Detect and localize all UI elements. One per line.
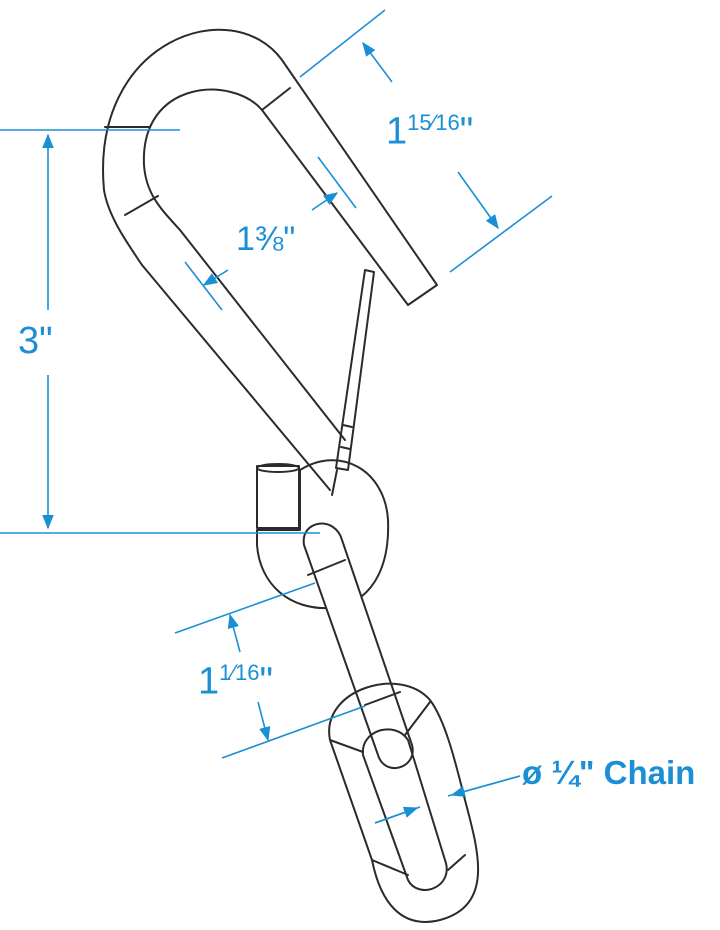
overall-length-label: 3" <box>18 320 53 362</box>
dimension-chain-diameter <box>374 775 521 824</box>
dimension-overall <box>0 129 320 534</box>
chain-link-length-fraction: 1⁄16 <box>219 660 260 685</box>
chain-diameter-label: ø ¼" Chain <box>522 754 696 791</box>
dimension-gate-opening <box>184 156 357 311</box>
chain-link-length-quote: " <box>259 660 274 703</box>
hook-shank <box>302 522 414 770</box>
dimension-hook-width <box>299 9 553 273</box>
gate-opening-label: 1⅜" <box>236 220 296 258</box>
hook-width-label: 115⁄16" <box>386 112 473 151</box>
snap-hook <box>102 28 438 491</box>
chain-link-length-whole: 1 <box>198 660 220 703</box>
chain-link <box>328 682 480 923</box>
dimension-chain-link <box>174 582 366 759</box>
hook-width-whole: 1 <box>386 110 408 153</box>
hook-width-fraction: 15⁄16 <box>407 110 460 135</box>
spring-gate <box>331 269 375 496</box>
chain-link-length-label: 11⁄16" <box>198 662 273 701</box>
swivel-barrel <box>256 465 300 529</box>
hook-width-quote: " <box>459 110 474 153</box>
